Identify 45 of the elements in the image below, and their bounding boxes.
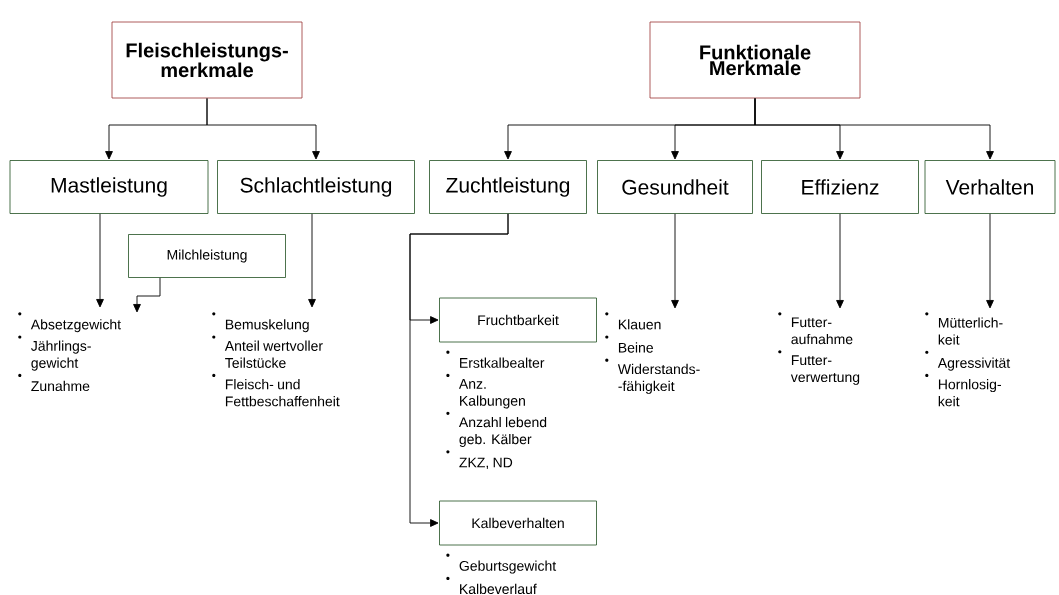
category-box: Schlachtleistung	[217, 160, 415, 214]
bullet-list: Erstkalbealter Anz. Kalbungen Anzahl lebend geb. Kälber ZKZ, ND	[446, 350, 547, 470]
node-label: Widerstands- -fähigkeit	[617, 363, 700, 394]
arrow	[308, 213, 316, 308]
node-label: Absetzgewicht	[30, 319, 121, 333]
bullet-list: Klauen Beine Widerstands- -fähigkeit	[605, 312, 700, 394]
bullet-list: Mütterlich- keit Agressivität Hornlosig- keit	[925, 312, 1011, 407]
node-label: Anz. Kalbungen	[458, 379, 525, 409]
category-box: Zuchtleistung	[429, 160, 587, 214]
node-label: Bemuskelung	[225, 319, 309, 333]
arrow	[754, 97, 994, 160]
group-header-box: Fleischleistungs- merkmale	[111, 21, 303, 99]
arrow	[986, 213, 994, 309]
node-label: Futter- aufnahme	[791, 317, 853, 345]
node-label: Anzahl lebend geb. Kälber	[458, 416, 547, 447]
node-label: Erstkalbealter	[460, 357, 545, 368]
arrow	[96, 213, 104, 308]
arrow	[206, 97, 320, 160]
node-label: Jährlings- gewicht	[31, 340, 91, 371]
bullet-list: Bemuskelung Anteil wertvoller Teilstücke Fleisch- und Fettbeschaffenheit	[212, 312, 340, 407]
subcategory-box: Fruchtbarkeit	[439, 297, 597, 343]
node-label: Mütterlich- keit	[938, 317, 1003, 345]
group-header-box: Funktionale Merkmale	[649, 21, 861, 99]
node-label: Agressivität	[937, 357, 1011, 371]
arrow	[133, 277, 161, 313]
node-label: Hornlosig- keit	[938, 379, 1001, 407]
subcategory-box: Milchleistung	[128, 234, 286, 278]
arrow	[409, 213, 509, 527]
bullet-list: Absetzgewicht Jährlings- gewicht Zunahme	[18, 312, 121, 392]
category-box: Effizienz	[761, 160, 919, 214]
bullet-list: Geburtsgewicht Kalbeverlauf	[446, 553, 557, 595]
arrow	[836, 213, 844, 309]
bullet-list: Futter- aufnahme Futter- verwertung	[778, 312, 860, 385]
arrow	[671, 213, 679, 309]
subcategory-box: Kalbeverhalten	[439, 500, 597, 546]
node-label: Zunahme	[31, 380, 90, 392]
category-box: Gesundheit	[597, 160, 753, 214]
node-label: Futter- verwertung	[790, 355, 860, 385]
node-label: Klauen	[618, 319, 661, 330]
node-label: ZKZ, ND	[459, 457, 513, 470]
node-label: Fleisch- und Fettbeschaffenheit	[225, 379, 340, 407]
category-box: Mastleistung	[9, 160, 209, 214]
category-box: Verhalten	[924, 160, 1056, 214]
node-label: Anteil wertvoller Teilstücke	[224, 340, 323, 368]
node-label: Beine	[618, 342, 653, 353]
